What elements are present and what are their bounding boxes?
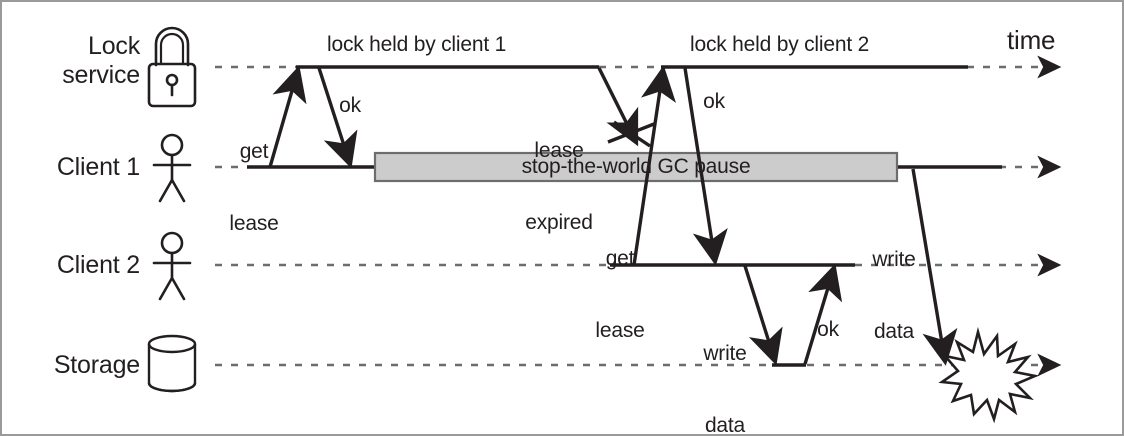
message-label-ok-2: ok bbox=[703, 90, 725, 113]
lane-label-client-1: Client 1 bbox=[56, 153, 140, 181]
lane-label-lock-service-line2: service bbox=[62, 61, 140, 89]
message-label-write-data-1-line1: write bbox=[703, 342, 747, 365]
stick-figure-icon bbox=[152, 231, 192, 301]
lease-expired-cross-icon bbox=[607, 120, 655, 148]
lane-label-storage: Storage bbox=[53, 351, 140, 379]
stick-figure-icon bbox=[152, 133, 192, 203]
explosion-icon bbox=[938, 326, 1040, 424]
message-label-ok-3: ok bbox=[817, 318, 839, 341]
lane-label-client-2: Client 2 bbox=[56, 251, 140, 279]
message-label-write-data-2-line2: data bbox=[873, 320, 915, 343]
message-label-write-data-2-line1: write bbox=[872, 248, 916, 271]
arrow-ok-2 bbox=[683, 67, 728, 266]
message-label-lease-expired: lease expired bbox=[501, 91, 617, 283]
message-label-write-data-1-line2: data bbox=[704, 414, 746, 436]
padlock-icon bbox=[147, 26, 197, 108]
message-label-get-lease-1-line2: lease bbox=[229, 212, 279, 235]
message-label-ok-1: ok bbox=[339, 94, 361, 117]
message-label-get-lease-1-line1: get bbox=[239, 140, 269, 163]
message-label-get-lease-1: get lease bbox=[204, 92, 304, 284]
time-axis-label: time bbox=[1007, 25, 1056, 55]
arrow-write-data-2 bbox=[911, 168, 958, 366]
span-label-lock-held-client-2: lock held by client 2 bbox=[690, 33, 870, 56]
message-label-lease-expired-line2: expired bbox=[525, 211, 593, 234]
span-label-lock-held-client-1: lock held by client 1 bbox=[327, 33, 507, 56]
lane-label-lock-service-line1: Lock bbox=[87, 32, 140, 60]
message-label-write-data-1: write data bbox=[675, 294, 775, 436]
gc-pause-label: stop-the-world GC pause bbox=[521, 155, 751, 178]
gc-pause-bar bbox=[373, 151, 899, 183]
message-label-get-lease-2-line2: lease bbox=[595, 319, 645, 342]
arrow-get-lease-2 bbox=[632, 65, 676, 266]
arrow-ok-1 bbox=[317, 67, 358, 169]
lane-label-lock-service: Lock service bbox=[2, 32, 140, 90]
arrow-write-data-1 bbox=[743, 265, 783, 366]
arrow-lease-expired bbox=[597, 67, 639, 147]
message-label-get-lease-2: get lease bbox=[570, 199, 670, 391]
arrow-get-lease-1 bbox=[268, 65, 307, 168]
arrow-ok-3 bbox=[803, 263, 843, 365]
message-label-lease-expired-line1: lease bbox=[534, 139, 584, 162]
message-label-write-data-2: write data bbox=[844, 200, 944, 392]
database-cylinder-icon bbox=[147, 334, 197, 393]
message-label-get-lease-2-line1: get bbox=[605, 247, 635, 270]
